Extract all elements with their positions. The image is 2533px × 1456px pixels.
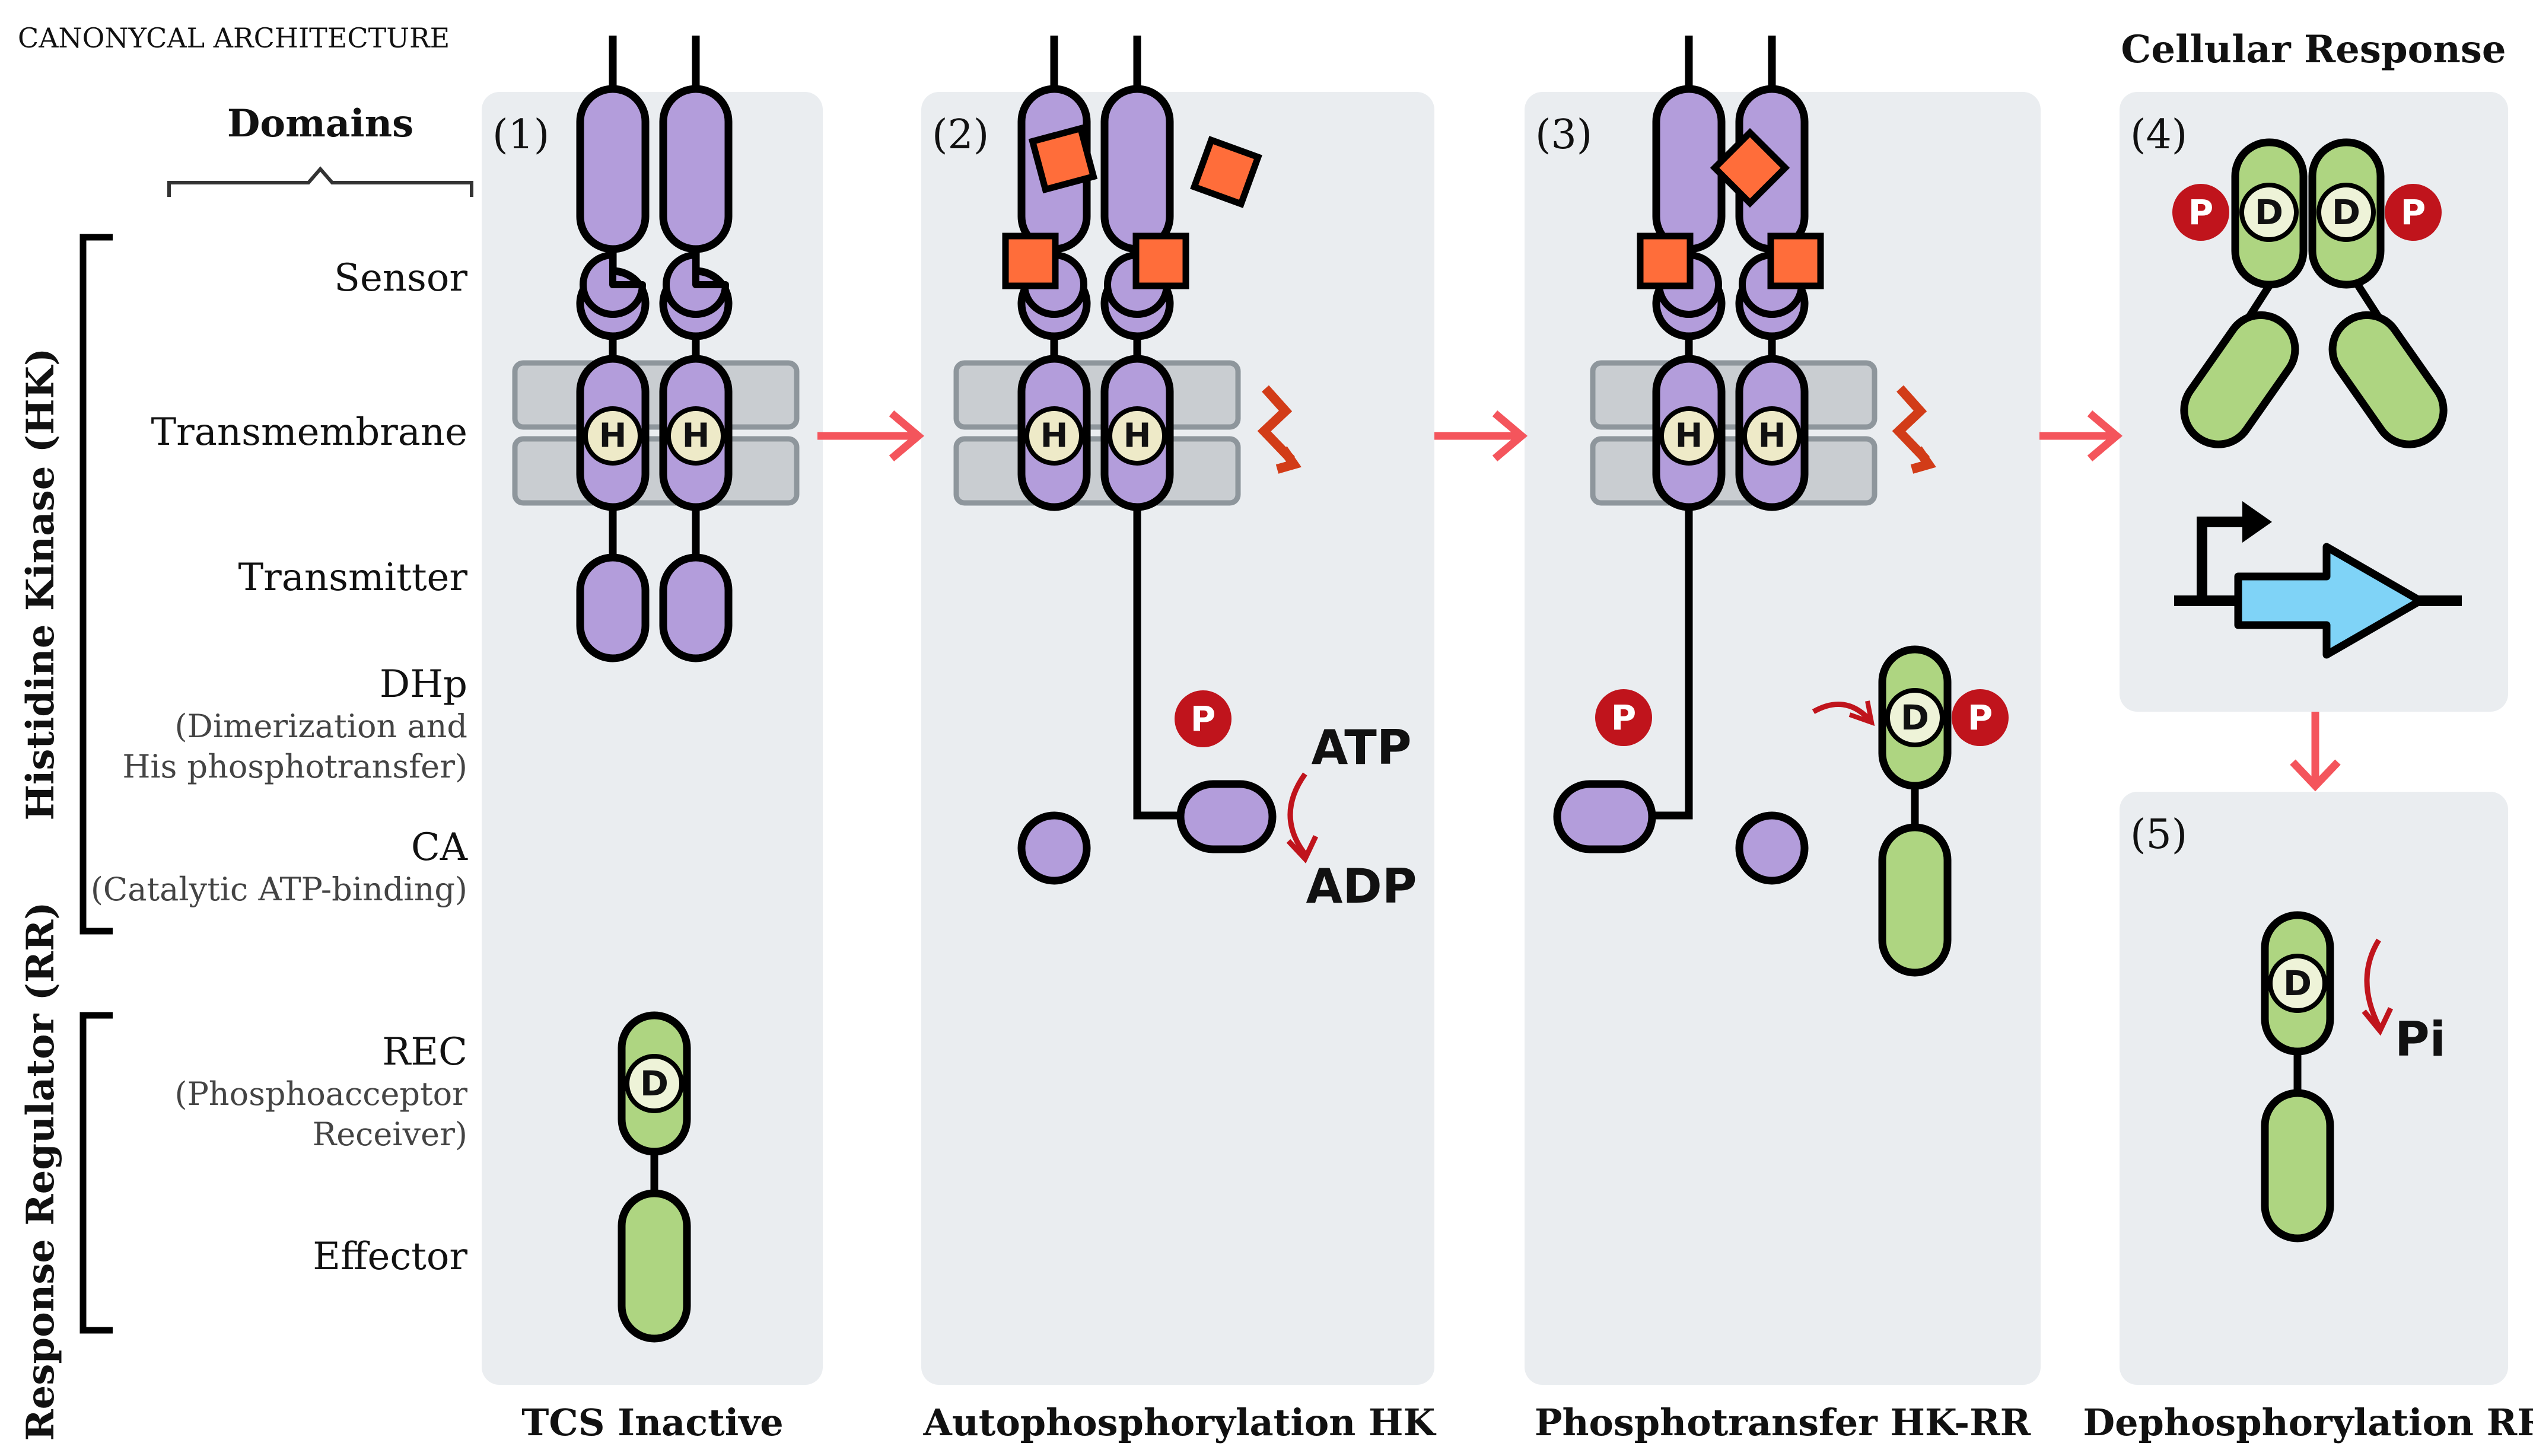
rr-group-label: Response Regulator (RR) [18, 901, 63, 1441]
ligand-bound-left-panel3 [1640, 236, 1690, 286]
panel-5-caption: Dephosphorylation RR [2083, 1401, 2533, 1444]
linker-right-panel2 [1133, 507, 1180, 820]
domain-label-ca: CA [411, 826, 468, 869]
effector-right-panel4 [2328, 311, 2448, 448]
phospho-right-panel4-label: P [2401, 192, 2426, 232]
his-label-right-panel2: H [1124, 417, 1151, 455]
ligand-bound-left-panel2 [1005, 236, 1055, 286]
domain-label-sensor: Sensor [334, 256, 467, 300]
his-label-left-panel3: H [1675, 417, 1703, 455]
phosphotransfer-arrowhead [1848, 700, 1875, 727]
domain-label-transmembrane: Transmembrane [151, 410, 467, 454]
rr-bracket [79, 1012, 113, 1334]
linker-left-panel3 [1650, 507, 1693, 820]
domain-sublabel-rec: Receiver) [313, 1116, 467, 1153]
domain-sublabel-dhp: His phosphotransfer) [122, 748, 467, 785]
asp-label-left-panel4: D [2255, 192, 2283, 232]
domains-heading: Domains [227, 101, 413, 146]
ca-right-panel3 [1735, 811, 1809, 885]
phosphotransfer-arrow [1812, 702, 1871, 721]
panel-5-background [2120, 792, 2508, 1385]
panel-2-number: (2) [932, 111, 989, 158]
his-label-right-panel1: H [682, 417, 710, 455]
his-label-left-panel2: H [1040, 417, 1068, 455]
asp-label-single-panel3: D [1901, 697, 1929, 738]
phospho-his-panel2-label: P [1191, 699, 1216, 739]
domain-label-dhp: DHp [380, 662, 467, 706]
asp-label-single-panel1: D [640, 1063, 669, 1104]
panel-4-background [2120, 92, 2508, 712]
hk-bracket [79, 234, 113, 935]
phospho-asp-panel3-label: P [1968, 697, 1993, 738]
atp-to-adp-arrowhead [1286, 835, 1319, 864]
hk-group-label: Histidine Kinase (HK) [18, 348, 63, 821]
panel-3-caption: Phosphotransfer HK-RR [1535, 1401, 2031, 1444]
panel-1-caption: TCS Inactive [521, 1401, 784, 1444]
arrow-1-to-2-head [889, 410, 925, 461]
atp-label: ATP [1312, 720, 1412, 775]
ligand-free-1-panel2 [1033, 129, 1094, 190]
figure-title: CANONYCAL ARCHITECTURE [18, 22, 450, 54]
arrow-1-to-2 [817, 410, 925, 461]
his-label-left-panel1: H [599, 417, 627, 455]
arrow-2-to-3 [1434, 410, 1528, 461]
gene-arrow [2234, 543, 2424, 659]
arrow-3-to-4 [2039, 410, 2123, 461]
panel-1-number: (1) [492, 111, 549, 158]
domain-sublabel-dhp: (Dimerization and [175, 708, 468, 745]
his-label-right-panel3: H [1758, 417, 1786, 455]
asp-right-panel4 [2316, 183, 2376, 242]
domain-sublabel-ca: (Catalytic ATP-binding) [91, 871, 467, 908]
asp-label-right-panel4: D [2332, 192, 2360, 232]
arrow-2-to-3-head [1492, 410, 1528, 461]
panel-3-number: (3) [1535, 111, 1592, 158]
phospho-left-panel4-label: P [2188, 192, 2214, 232]
panel-5-number: (5) [2130, 811, 2187, 858]
domain-label-transmitter: Transmitter [238, 556, 467, 600]
asp-label-single-panel5: D [2283, 963, 2312, 1003]
panel-2-caption: Autophosphorylation HK [923, 1401, 1437, 1444]
domains-brace [167, 166, 473, 197]
asp-left-panel4 [2239, 183, 2299, 242]
phospho-his-released-panel3-label: P [1611, 697, 1637, 738]
promoter-arrow [2197, 517, 2248, 601]
ca-left-panel3 [1553, 780, 1656, 853]
cellular-response-heading: Cellular Response [2121, 27, 2506, 72]
adp-label: ADP [1306, 859, 1417, 914]
promoter-arrowhead [2242, 501, 2272, 543]
ca-right-panel2 [1176, 780, 1277, 853]
dephospho-arrowhead [2362, 1007, 2394, 1036]
atp-to-adp-arrow [1287, 772, 1307, 856]
arrow-3-to-4-head [2087, 410, 2123, 461]
ca-left-panel2 [1017, 811, 1091, 885]
panel-4-number: (4) [2130, 111, 2187, 158]
ligand-bound-right-panel2 [1136, 236, 1186, 286]
domain-sublabel-rec: (Phosphoacceptor [175, 1075, 468, 1113]
domain-label-effector: Effector [313, 1235, 467, 1279]
ligand-bound-right-panel3 [1771, 236, 1821, 286]
effector-left-panel4 [2180, 311, 2299, 448]
domain-label-rec: REC [382, 1030, 467, 1074]
dephospho-arrow [2364, 938, 2382, 1028]
arrow-4-to-5-head [2290, 759, 2341, 792]
pi-label: Pi [2395, 1012, 2446, 1067]
